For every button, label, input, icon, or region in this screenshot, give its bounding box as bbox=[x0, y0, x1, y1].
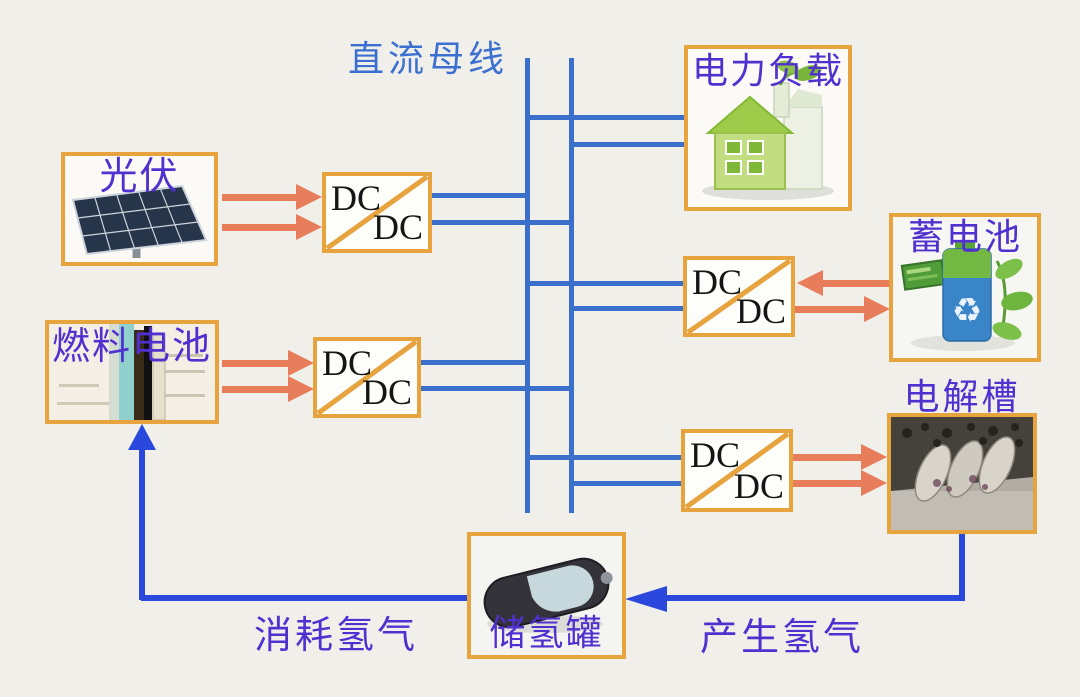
fuelcell-icon bbox=[49, 324, 215, 420]
dc-bottom-label: DC bbox=[735, 291, 786, 331]
pv-arrow-1-tail bbox=[222, 194, 296, 201]
converter-diagonal-line bbox=[687, 260, 791, 333]
pv-box: 光伏 bbox=[61, 152, 218, 266]
produce-hydrogen-line bbox=[666, 595, 965, 601]
tank-to-fuelcell-vertical bbox=[139, 448, 145, 600]
bus-to-electrolyzer-dcdc-line-2 bbox=[571, 481, 681, 486]
consume-hydrogen-label: 消耗氢气 bbox=[254, 615, 419, 657]
dc-top-label: DC bbox=[322, 343, 373, 383]
pv-arrow-1-head bbox=[296, 184, 322, 210]
fuelcell-arrow-1-head bbox=[288, 350, 314, 376]
pv-label: 光伏 bbox=[99, 156, 180, 198]
battery-charge-arrow-head bbox=[797, 270, 823, 296]
electrolyzer-to-tank-vertical bbox=[959, 531, 965, 601]
electrolyzer-box bbox=[887, 413, 1037, 534]
fuelcell-box: 燃料电池 bbox=[45, 320, 219, 424]
bus-to-battery-dcdc-line-2 bbox=[571, 306, 683, 311]
fuelcell-dcdc-converter: DC DC bbox=[313, 337, 421, 418]
bus-to-battery-dcdc-line-1 bbox=[527, 281, 683, 286]
house-icon bbox=[688, 49, 848, 207]
pv-dcdc-to-bus-line-2 bbox=[431, 220, 574, 225]
electrolyzer-icon bbox=[891, 417, 1033, 530]
converter-diagonal-line bbox=[685, 433, 789, 508]
tank-label: 储氢罐 bbox=[489, 613, 604, 654]
dc-top-label: DC bbox=[331, 178, 382, 218]
bus-to-electrolyzer-dcdc-line-1 bbox=[527, 455, 681, 460]
fuelcell-arrow-1-tail bbox=[222, 360, 288, 367]
dc-bus-label: 直流母线 bbox=[348, 39, 509, 79]
fuelcell-label: 燃料电池 bbox=[51, 326, 212, 368]
electrolyzer-dcdc-converter: DC DC bbox=[681, 429, 793, 512]
pv-dcdc-converter: DC DC bbox=[322, 172, 432, 253]
converter-diagonal-line bbox=[317, 341, 417, 414]
electrolyzer-arrow-1-tail bbox=[793, 454, 861, 461]
load-label: 电力负载 bbox=[691, 51, 844, 91]
electrolyzer-label: 电解槽 bbox=[903, 377, 1021, 417]
bus-to-load-line-2 bbox=[571, 142, 684, 147]
electrolyzer-arrow-1-head bbox=[861, 444, 887, 470]
fuelcell-inlet-arrow-head bbox=[128, 424, 156, 450]
converter-diagonal-line bbox=[326, 176, 428, 249]
battery-discharge-arrow-head bbox=[864, 296, 890, 322]
load-box: 电力负载 bbox=[684, 45, 852, 211]
svg-text:♻: ♻ bbox=[952, 291, 982, 331]
bus-to-load-line-1 bbox=[527, 115, 684, 120]
fuelcell-dcdc-to-bus-line-1 bbox=[420, 360, 530, 365]
consume-hydrogen-line bbox=[141, 595, 467, 601]
hydrogen-tank-icon bbox=[471, 536, 622, 655]
tank-inlet-arrow-head bbox=[625, 586, 667, 612]
tank-box: 储氢罐 bbox=[467, 532, 626, 659]
electrolyzer-arrow-2-tail bbox=[793, 480, 861, 487]
dc-bottom-label: DC bbox=[361, 372, 412, 412]
pv-dcdc-to-bus-line-1 bbox=[431, 193, 530, 198]
fuelcell-dcdc-to-bus-line-2 bbox=[420, 386, 574, 391]
fuelcell-arrow-2-head bbox=[288, 376, 314, 402]
dc-top-label: DC bbox=[690, 435, 741, 475]
battery-box: ♻ 蓄电池 bbox=[889, 213, 1041, 362]
battery-icon: ♻ bbox=[893, 217, 1037, 358]
battery-dcdc-converter: DC DC bbox=[683, 256, 795, 337]
pv-arrow-2-tail bbox=[222, 224, 296, 231]
fuelcell-arrow-2-tail bbox=[222, 386, 288, 393]
battery-charge-arrow-tail bbox=[823, 280, 889, 287]
solar-panel-icon bbox=[71, 184, 208, 258]
electrolyzer-arrow-2-head bbox=[861, 470, 887, 496]
dc-top-label: DC bbox=[692, 262, 743, 302]
battery-discharge-arrow-tail bbox=[795, 306, 864, 313]
pv-arrow-2-head bbox=[296, 214, 322, 240]
dc-bottom-label: DC bbox=[372, 207, 423, 247]
battery-label: 蓄电池 bbox=[907, 217, 1022, 257]
produce-hydrogen-label: 产生氢气 bbox=[700, 617, 865, 659]
dc-bottom-label: DC bbox=[733, 466, 784, 506]
